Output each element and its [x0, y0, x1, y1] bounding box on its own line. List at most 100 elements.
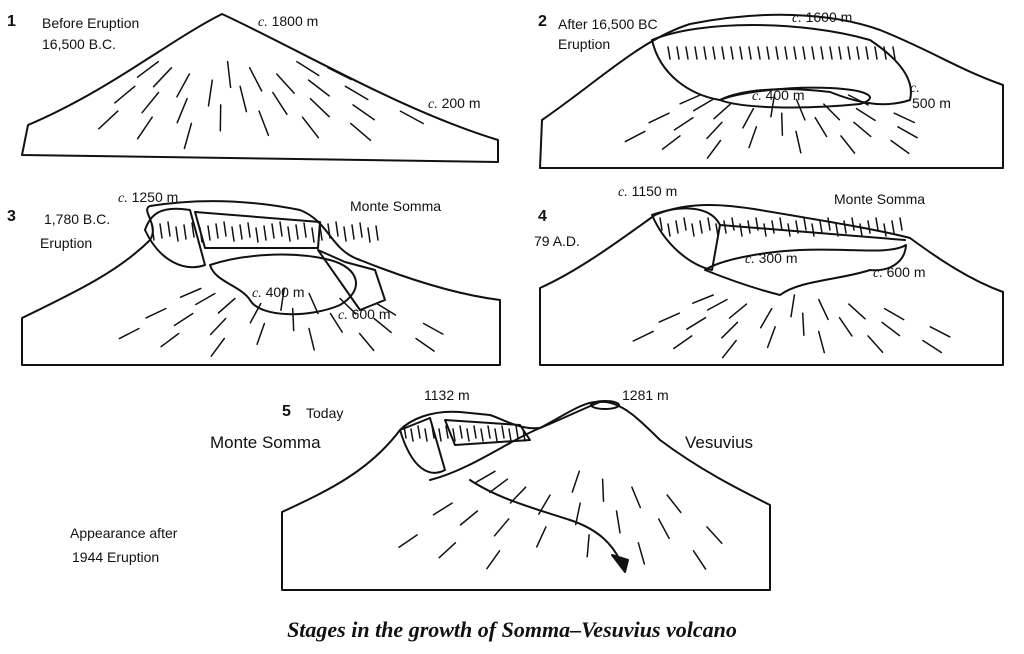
hatch-stroke — [296, 60, 320, 77]
hatch-stroke — [493, 518, 510, 537]
stage-2-low-rim-alt-prefix: c. — [910, 81, 920, 96]
hatch-stroke — [692, 294, 714, 304]
wall-tick — [691, 223, 695, 237]
hatch-stroke — [922, 339, 943, 354]
hatch-stroke — [375, 302, 397, 316]
stage-2-somma-wall — [651, 24, 912, 106]
hatch-stroke — [848, 303, 866, 320]
hatch-stroke — [897, 126, 918, 139]
hatch-stroke — [890, 139, 910, 155]
wall-tick — [223, 221, 227, 237]
wall-tick — [829, 46, 833, 60]
hatch-stroke — [373, 317, 392, 334]
hatch-stroke — [759, 307, 773, 329]
hatch-stroke — [840, 135, 856, 154]
stage-5-somma-alt: 1132 m — [424, 387, 470, 403]
stage-4-name: Monte Somma — [834, 191, 926, 207]
wall-tick — [487, 425, 491, 439]
hatch-stroke — [586, 534, 590, 558]
hatch-stroke — [308, 327, 315, 351]
wall-tick — [151, 225, 155, 241]
wall-tick — [683, 217, 687, 231]
wall-tick — [424, 428, 428, 442]
hatch-stroke — [823, 103, 841, 121]
hatch-stroke — [210, 337, 226, 357]
wall-tick — [159, 223, 163, 239]
hatch-stroke — [160, 332, 180, 348]
wall-tick — [802, 46, 806, 60]
hatch-stroke — [686, 316, 707, 330]
wall-tick — [359, 222, 363, 238]
hatch-stroke — [486, 550, 501, 570]
wall-tick — [865, 46, 869, 60]
hatch-stroke — [475, 470, 496, 484]
hatch-stroke — [176, 97, 188, 124]
hatch-stroke — [637, 542, 646, 565]
wall-tick — [835, 223, 839, 237]
wall-tick — [847, 46, 851, 60]
hatch-stroke — [275, 73, 295, 94]
hatch-stroke — [795, 98, 806, 121]
wall-tick — [667, 46, 671, 60]
hatch-stroke — [145, 307, 167, 319]
hatch-stroke — [309, 97, 330, 118]
wall-tick — [438, 428, 442, 442]
wall-tick — [480, 428, 484, 442]
hatch-stroke — [766, 326, 776, 349]
stage-3-crater-alt: c. 400 m — [252, 284, 305, 301]
hatch-stroke — [706, 121, 723, 140]
hatch-stroke — [847, 94, 869, 106]
stage-1-number: 1 — [7, 13, 16, 30]
wall-tick — [803, 217, 807, 231]
wall-tick — [367, 227, 371, 243]
wall-tick — [311, 227, 315, 243]
wall-tick — [263, 225, 267, 241]
hatch-stroke — [207, 79, 214, 107]
wall-tick — [748, 46, 752, 60]
wall-tick — [295, 224, 299, 240]
hatch-stroke — [239, 85, 248, 113]
hatch-stroke — [173, 312, 194, 327]
wall-tick — [271, 223, 275, 239]
wall-tick — [712, 46, 716, 60]
hatch-stroke — [258, 110, 270, 137]
hatch-stroke — [488, 478, 509, 494]
wall-tick — [721, 46, 725, 60]
hatch-stroke — [459, 510, 479, 526]
wall-tick — [676, 46, 680, 60]
hatch-stroke — [249, 302, 262, 324]
hatch-stroke — [152, 67, 173, 88]
hatch-stroke — [728, 303, 748, 319]
wall-tick — [508, 428, 512, 442]
stage-5-note-line2: 1944 Eruption — [72, 549, 160, 565]
stage-2-date: Eruption — [558, 36, 611, 52]
somma-wall — [399, 417, 446, 474]
hatch-stroke — [721, 321, 739, 339]
hatch-stroke — [838, 316, 853, 337]
wall-tick — [899, 217, 903, 231]
stage-3-low-rim-alt: c. 600 m — [338, 306, 391, 323]
wall-tick — [883, 46, 887, 60]
wall-tick — [795, 220, 799, 234]
hatch-stroke — [601, 478, 605, 502]
stage-5-somma-name: Monte Somma — [210, 433, 321, 452]
wall-tick — [675, 220, 679, 234]
wall-tick — [343, 226, 347, 242]
wall-tick — [763, 223, 767, 237]
wall-tick — [891, 220, 895, 234]
wall-tick — [239, 224, 243, 240]
wall-tick — [811, 46, 815, 60]
wall-tick — [739, 223, 743, 237]
stage-4-number: 4 — [538, 208, 547, 225]
hatch-stroke — [679, 94, 701, 105]
hatch-stroke — [307, 79, 330, 97]
wall-tick — [771, 220, 775, 234]
hatch-stroke — [713, 103, 732, 120]
vesuvius-cone — [429, 400, 601, 481]
hatch-stroke — [398, 534, 418, 549]
wall-tick — [494, 428, 498, 442]
lava-arrow — [611, 554, 629, 573]
hatch-stroke — [814, 116, 828, 138]
vesuvius-crater — [590, 400, 620, 410]
